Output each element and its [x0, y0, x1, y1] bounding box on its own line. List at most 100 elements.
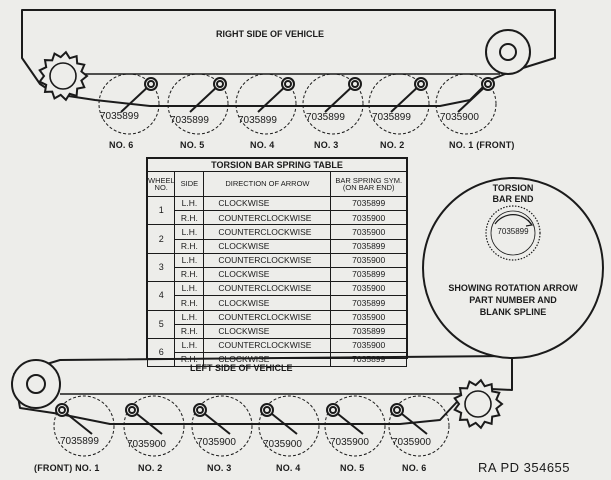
cell-direction: CLOCKWISE — [203, 295, 332, 311]
cell-wheel-no: 5 — [146, 309, 176, 339]
right-wheel-3-label: NO. 3 — [314, 140, 339, 150]
detail-title-line2: BAR END — [492, 194, 534, 204]
figure-credit: RA PD 354655 — [478, 460, 571, 475]
right-wheel-1-part: 7035900 — [440, 112, 479, 123]
cell-sym: 7035899 — [330, 266, 407, 283]
detail-caption-line1: SHOWING ROTATION ARROW — [448, 283, 578, 293]
right-wheel-2-part: 7035899 — [372, 112, 411, 123]
left-wheel-5-label: NO. 5 — [340, 463, 365, 473]
cell-side: L.H. — [174, 224, 205, 240]
right-wheel-5-label: NO. 5 — [180, 140, 205, 150]
torsion-bar-hub — [390, 403, 404, 417]
cell-sym: 7035899 — [330, 238, 407, 254]
cell-sym: 7035899 — [330, 323, 407, 339]
right-road-wheels — [98, 73, 497, 135]
hub-center — [263, 406, 271, 414]
cell-wheel-no: 3 — [146, 252, 176, 283]
hub-center — [216, 80, 224, 88]
torsion-bar-hub — [260, 403, 274, 417]
hub-center — [196, 406, 204, 414]
road-wheel — [368, 73, 430, 135]
left-wheel-4-part: 7035900 — [263, 439, 302, 450]
detail-caption-line3: BLANK SPLINE — [479, 307, 547, 317]
torsion-bar-hub — [414, 77, 428, 91]
cell-sym: 7035900 — [330, 337, 407, 354]
left-wheel-4-label: NO. 4 — [276, 463, 301, 473]
left-side-title: LEFT SIDE OF VEHICLE — [190, 363, 293, 373]
header-wheel-no: WHEEL NO. — [146, 171, 176, 197]
left-road-wheels — [53, 395, 450, 457]
left-wheel-5-part: 7035900 — [330, 437, 369, 448]
table-title: TORSION BAR SPRING TABLE — [147, 158, 407, 172]
cell-wheel-no: 6 — [146, 337, 176, 368]
hub-center — [393, 406, 401, 414]
cell-sym: 7035900 — [330, 224, 407, 240]
cell-sym: 7035900 — [330, 252, 407, 268]
cell-side: L.H. — [174, 309, 205, 325]
cell-direction: COUNTERCLOCKWISE — [203, 252, 332, 268]
cell-sym: 7035899 — [330, 352, 407, 368]
cell-side: L.H. — [174, 281, 205, 297]
right-wheel-3-part: 7035899 — [306, 112, 345, 123]
cell-wheel-no: 1 — [146, 195, 176, 226]
right-wheel-4-part: 7035899 — [238, 115, 277, 126]
right-hull-outline — [21, 9, 556, 107]
torsion-bar-hub — [281, 77, 295, 91]
cell-direction: COUNTERCLOCKWISE — [203, 281, 332, 297]
hub-center — [128, 406, 136, 414]
road-wheel — [123, 395, 185, 457]
road-wheel — [388, 395, 450, 457]
hub-center — [58, 406, 66, 414]
header-bar-spring-sym: BAR SPRING SYM. (ON BAR END) — [330, 171, 407, 197]
torsion-bar-hub — [213, 77, 227, 91]
torsion-bar-hub — [55, 403, 69, 417]
right-wheel-6-part: 7035899 — [100, 111, 139, 122]
detail-part-number: 7035899 — [497, 227, 529, 236]
cell-sym: 7035899 — [330, 195, 407, 212]
drive-sprocket-left — [453, 378, 504, 430]
detail-caption-line2: PART NUMBER AND — [469, 295, 557, 305]
cell-direction: CLOCKWISE — [203, 352, 332, 368]
cell-sym: 7035900 — [330, 309, 407, 325]
left-wheel-2-part: 7035900 — [127, 439, 166, 450]
bar-end-detail-circle — [422, 177, 604, 359]
left-wheel-6-label: NO. 6 — [402, 463, 427, 473]
header-direction: DIRECTION OF ARROW — [203, 171, 332, 197]
left-wheel-1-part: 7035899 — [60, 436, 99, 447]
hub-center — [329, 406, 337, 414]
cell-side: L.H. — [174, 337, 205, 354]
right-wheel-1-label: NO. 1 (FRONT) — [449, 140, 515, 150]
right-side-title: RIGHT SIDE OF VEHICLE — [216, 29, 325, 39]
idler-wheel-left — [11, 359, 61, 409]
left-wheel-6-part: 7035900 — [392, 437, 431, 448]
cell-direction: CLOCKWISE — [203, 238, 332, 254]
cell-side: L.H. — [174, 252, 205, 268]
road-wheel — [191, 395, 253, 457]
cell-sym: 7035900 — [330, 281, 407, 297]
torsion-bar-hub — [144, 77, 158, 91]
torsion-bar-hub — [481, 77, 495, 91]
road-wheel — [302, 73, 364, 135]
left-wheel-2-label: NO. 2 — [138, 463, 163, 473]
road-wheel — [167, 73, 229, 135]
cell-direction: COUNTERCLOCKWISE — [203, 224, 332, 240]
left-suspension-arms — [55, 403, 428, 435]
road-wheel — [98, 73, 160, 135]
header-side: SIDE — [174, 171, 205, 197]
left-wheel-3-part: 7035900 — [197, 437, 236, 448]
cell-direction: COUNTERCLOCKWISE — [203, 210, 332, 226]
right-wheel-5-part: 7035899 — [170, 115, 209, 126]
